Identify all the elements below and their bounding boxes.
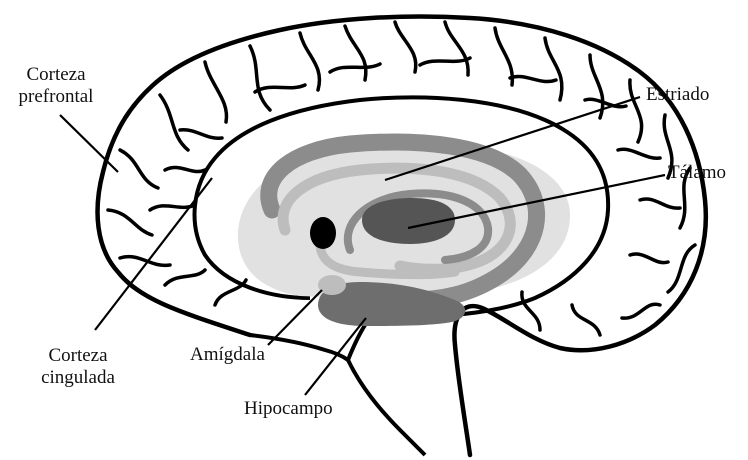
label-striatum: Estriado (646, 84, 709, 106)
leader-cingulate (95, 178, 212, 330)
label-prefrontal-line1: Corteza (8, 64, 104, 86)
amygdala-shape (310, 217, 336, 249)
leader-hippocampus (305, 318, 366, 395)
uncus-shape (318, 275, 346, 295)
label-prefrontal-cortex: Corteza prefrontal (8, 64, 104, 108)
label-cingulate-line1: Corteza (30, 345, 126, 367)
label-cingulate-line2: cingulada (30, 367, 126, 389)
label-thalamus: Tálamo (668, 162, 726, 184)
label-amygdala: Amígdala (190, 344, 265, 366)
label-cingulate-cortex: Corteza cingulada (30, 345, 126, 389)
brainstem-lower-edge (348, 360, 425, 455)
label-prefrontal-line2: prefrontal (8, 86, 104, 108)
leader-prefrontal (60, 115, 118, 172)
label-hippocampus: Hipocampo (244, 398, 333, 420)
